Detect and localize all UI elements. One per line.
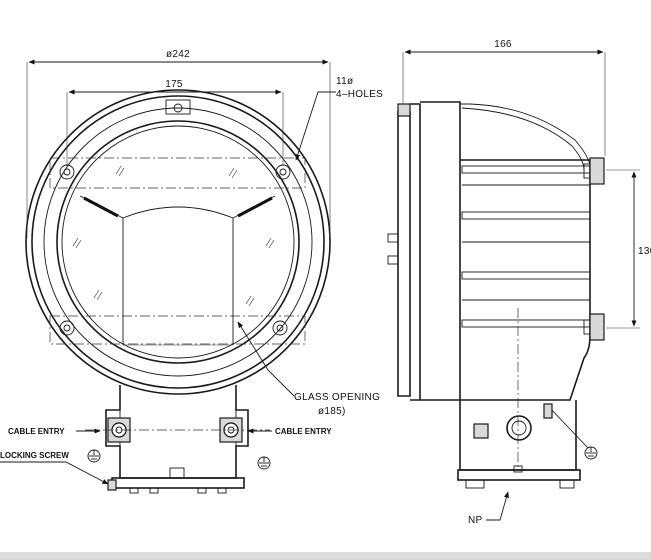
leader-locking-screw — [0, 461, 109, 485]
callout-holes-1: 11ø — [336, 76, 353, 87]
side-cable-gland — [473, 415, 532, 441]
base-feet — [129, 487, 227, 494]
cable-entry-right-label: CABLE ENTRY — [275, 427, 332, 436]
rear-lug-top — [583, 157, 605, 185]
earth-icon — [87, 449, 101, 463]
earth-icon — [584, 446, 598, 460]
reflector — [122, 206, 234, 345]
lamp-arm-left — [83, 196, 119, 218]
leader-glass — [237, 321, 295, 397]
glass-ring-inner — [61, 125, 295, 359]
locking-screw-part — [107, 479, 117, 491]
dim-outer-diameter: ø242 — [166, 49, 190, 60]
front-view: ø242 175 11ø 4–HOLES GLASS OPENING ø185)… — [0, 49, 383, 494]
leader-np — [486, 491, 509, 521]
glass-ring — [56, 120, 300, 364]
mounting-hole-tr — [275, 164, 291, 180]
flange-ring — [43, 107, 313, 377]
dim-depth: 166 — [494, 39, 512, 50]
dim-hole-spacing: 175 — [165, 79, 183, 90]
outer-ring — [25, 89, 331, 395]
locking-screw-label: LOCKING SCREW — [0, 451, 69, 460]
glass-glare — [72, 165, 275, 307]
front-base — [111, 477, 245, 489]
side-base — [457, 469, 581, 481]
dim-height: 130 — [638, 246, 651, 257]
side-front-frame — [397, 111, 411, 397]
side-body — [420, 101, 461, 401]
outer-ring-inner — [31, 95, 325, 389]
cable-entry-left-label: CABLE ENTRY — [8, 427, 65, 436]
footer-strip — [0, 552, 651, 559]
rear-lug-bottom — [583, 313, 605, 341]
callout-glass-1: GLASS OPENING — [294, 392, 380, 403]
side-shell — [460, 159, 591, 401]
upper-bracket — [49, 157, 306, 189]
callout-glass-2: ø185) — [318, 406, 346, 417]
side-view: 166 130 NP — [387, 39, 651, 526]
earth-icon — [257, 456, 271, 470]
mounting-hole-bl — [59, 320, 75, 336]
mounting-hole-br — [272, 320, 288, 336]
callout-holes-2: 4–HOLES — [336, 89, 383, 100]
cooling-fins — [461, 165, 591, 328]
lower-bracket — [49, 315, 306, 345]
np-label: NP — [468, 515, 483, 526]
top-screw — [173, 103, 183, 113]
top-lug — [165, 99, 191, 115]
leader-holes — [295, 91, 336, 161]
lamp-arm-right — [237, 196, 273, 218]
